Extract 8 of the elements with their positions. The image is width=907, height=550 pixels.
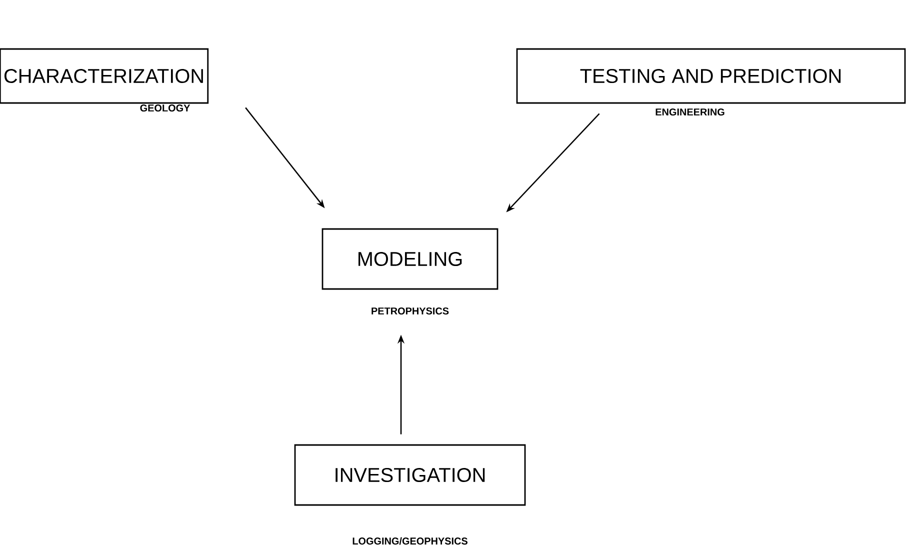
discipline-label: GEOLOGY: [140, 104, 190, 112]
process-box: TESTING AND PREDICTION: [516, 48, 906, 104]
discipline-label: LOGGING/GEOPHYSICS: [352, 537, 468, 545]
process-box: CHARACTERIZATION: [0, 48, 209, 104]
discipline-label: PETROPHYSICS: [372, 307, 449, 315]
process-box: MODELING: [322, 228, 498, 290]
discipline-label: ENGINEERING: [656, 108, 724, 116]
process-box: INVESTIGATION: [294, 444, 526, 506]
